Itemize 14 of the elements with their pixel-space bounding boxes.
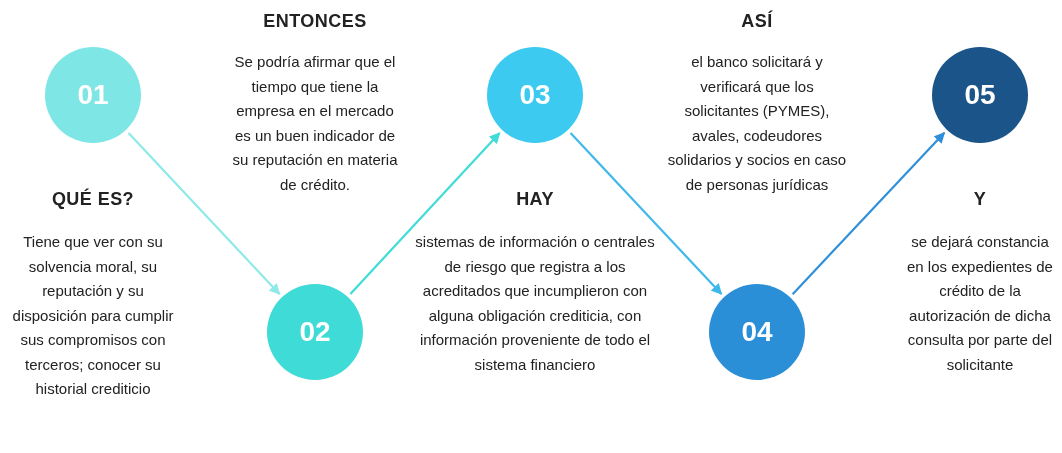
step-heading: Y <box>972 188 988 211</box>
step-description: sistemas de información o centrales de riesgo que registra a los acreditados que incumplieron con alguna obligación crediticia, con información proveniente de todo el sistema financiero <box>414 232 656 375</box>
step-heading: ASÍ <box>740 9 774 33</box>
step-heading: ENTONCES <box>262 10 368 33</box>
step-description: Tiene que ver con su solvencia moral, su reputación y su disposición para cumplir sus compromisos con terceros; conocer su historial crediticio <box>11 232 175 399</box>
arrow <box>127 132 281 295</box>
step-description: Se podría afirmar que el tiempo que tiene la empresa en el mercado es un buen indicador de su reputación en materia de crédito. <box>231 52 399 195</box>
arrow <box>349 132 501 295</box>
step-heading: QUÉ ES? <box>50 187 136 211</box>
arrow <box>569 132 723 295</box>
arrow <box>791 132 946 295</box>
step-description: el banco solicitará y verificará que los solicitantes (PYMES), avales, codeudores solidarios y socios en caso de personas jurídicas <box>667 52 847 195</box>
step-description: se dejará constancia en los expedientes de crédito de la autorización de dicha consulta por parte del solicitante <box>906 232 1054 375</box>
step-heading: HAY <box>515 188 555 211</box>
